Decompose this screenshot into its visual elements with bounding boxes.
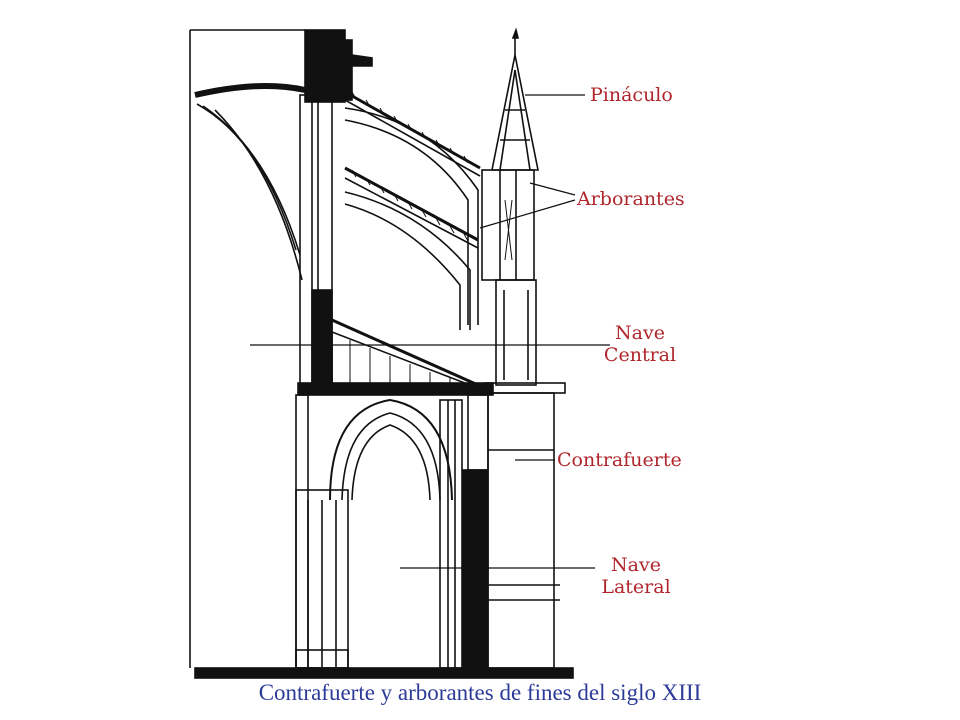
diagram-caption: Contrafuerte y arborantes de fines del s… xyxy=(258,680,702,705)
label-arborantes: Arborantes xyxy=(577,188,685,210)
label-pinaculo: Pináculo xyxy=(590,84,673,106)
aisle-roof xyxy=(297,318,494,396)
right-column xyxy=(439,399,463,669)
label-contrafuerte: Contrafuerte xyxy=(557,449,682,471)
label-nave-lateral-line2: Lateral xyxy=(601,576,671,598)
buttress-block xyxy=(462,392,560,669)
pinnacle-tower xyxy=(481,27,566,394)
leader-lines xyxy=(250,94,610,569)
label-nave-central-line1: Nave xyxy=(615,322,665,344)
flying-buttresses xyxy=(344,90,481,330)
label-nave-central: Nave Central xyxy=(600,322,680,366)
label-nave-lateral: Nave Lateral xyxy=(596,554,676,598)
left-column xyxy=(295,394,349,669)
label-nave-central-line2: Central xyxy=(603,344,677,366)
aisle-arch xyxy=(329,398,453,501)
ground-line xyxy=(194,667,574,679)
label-nave-lateral-line1: Nave xyxy=(611,554,661,576)
nave-vault-frame xyxy=(189,29,306,668)
